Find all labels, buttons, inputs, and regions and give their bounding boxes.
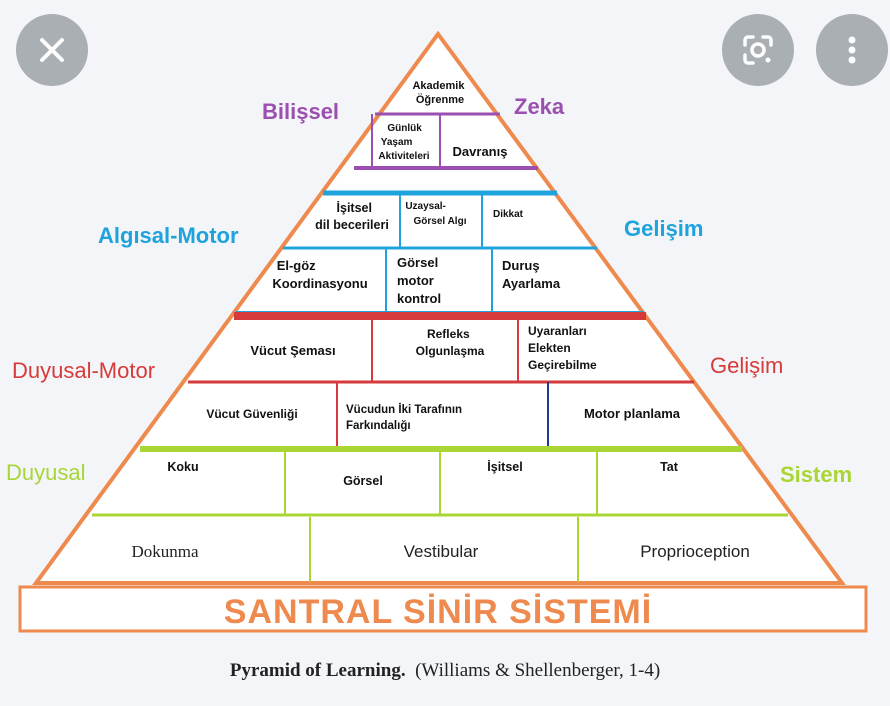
pyramid-outline bbox=[32, 30, 846, 585]
cell-vucut-guvenligi: Vücut Güvenliği bbox=[206, 407, 297, 421]
cell-proprioception: Proprioception bbox=[640, 542, 750, 561]
cell-koku: Koku bbox=[167, 460, 198, 474]
label-zeka: Zeka bbox=[514, 94, 565, 119]
label-sistem: Sistem bbox=[780, 462, 852, 487]
cell-tat: Tat bbox=[660, 460, 679, 474]
caption-source: (Williams & Shellenberger, 1-4) bbox=[415, 660, 661, 681]
lens-icon bbox=[743, 35, 773, 65]
cell-motor-planlama: Motor planlama bbox=[584, 406, 681, 421]
cell-dikkat: Dikkat bbox=[493, 209, 524, 220]
cell-vucudun-iki-tarafi: Vücudun İki Tarafının Farkındalığı bbox=[346, 403, 465, 432]
cell-uzaysal-gorsel: Uzaysal- Görsel Algı bbox=[405, 201, 466, 227]
cell-akademik-ogrenme: Akademik Öğrenme bbox=[412, 80, 467, 106]
lens-search-button[interactable] bbox=[722, 14, 794, 86]
label-gelisim-2: Gelişim bbox=[710, 353, 783, 378]
label-bilissel: Bilişsel bbox=[262, 99, 339, 124]
label-duyusal: Duyusal bbox=[6, 460, 85, 485]
close-button[interactable] bbox=[16, 14, 88, 86]
cell-gorsel: Görsel bbox=[343, 474, 383, 488]
cell-uyaranlari: Uyaranları Elekten Geçirebilme bbox=[528, 324, 597, 372]
cell-isitsel: İşitsel bbox=[487, 459, 522, 474]
cell-gorsel-motor: Görsel motor kontrol bbox=[397, 255, 442, 306]
cell-gunluk-yasam: Günlük Yaşam Aktiviteleri bbox=[378, 123, 429, 162]
cell-vestibular: Vestibular bbox=[404, 542, 479, 561]
more-options-button[interactable] bbox=[816, 14, 888, 86]
base-box bbox=[18, 585, 868, 633]
more-vertical-icon bbox=[848, 36, 856, 64]
cell-refleks: Refleks Olgunlaşma bbox=[416, 327, 485, 358]
label-duyusal-motor: Duyusal-Motor bbox=[12, 358, 155, 383]
label-gelisim-1: Gelişim bbox=[624, 216, 703, 241]
close-icon bbox=[40, 38, 64, 62]
figure-caption: Pyramid of Learning. (Williams & Shellen… bbox=[0, 660, 890, 682]
label-algisal-motor: Algısal-Motor bbox=[98, 223, 239, 248]
caption-title: Pyramid of Learning. bbox=[229, 660, 406, 681]
cell-el-goz: El-göz Koordinasyonu bbox=[272, 258, 367, 291]
base-label: SANTRAL SİNİR SİSTEMİ bbox=[224, 593, 652, 631]
cell-dokunma: Dokunma bbox=[131, 542, 199, 561]
cell-durus-ayarlama: Duruş Ayarlama bbox=[502, 258, 561, 291]
cell-davranis: Davranış bbox=[453, 144, 508, 159]
cell-vucut-semasi: Vücut Şeması bbox=[250, 343, 335, 358]
cell-isitsel-dil: İşitsel dil becerileri bbox=[315, 200, 389, 232]
